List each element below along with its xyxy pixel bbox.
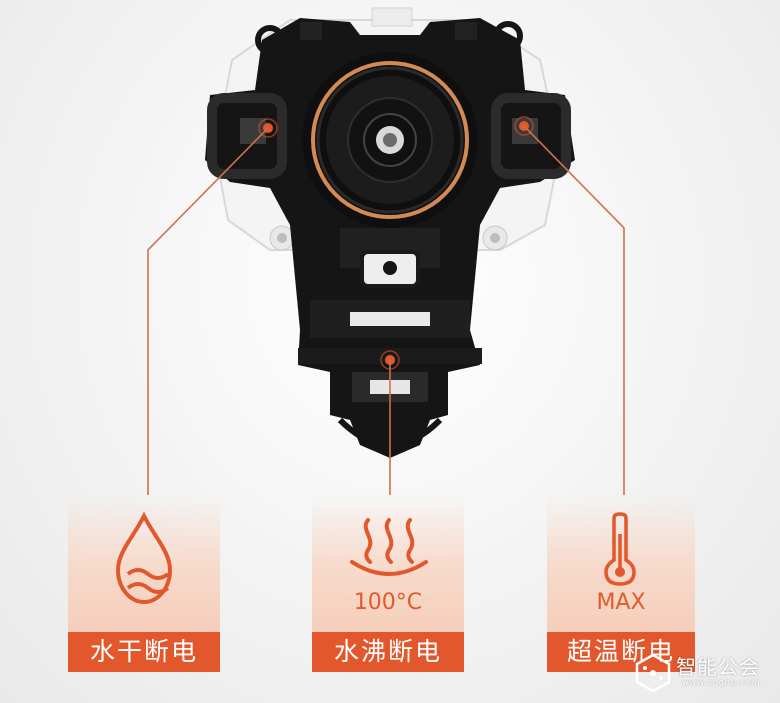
watermark-url: www.znghu.com xyxy=(682,678,761,687)
feature-sub-100c: 100°C xyxy=(353,590,423,615)
feature-label-dry-boil: 水干断电 xyxy=(68,632,220,672)
steam-heat-icon xyxy=(350,518,428,576)
feature-glow-1 xyxy=(68,495,220,655)
hexagon-logo-icon xyxy=(635,653,671,693)
feature-label-boil: 水沸断电 xyxy=(312,632,464,672)
thermometer-icon xyxy=(604,512,636,586)
feature-sub-max: MAX xyxy=(596,590,646,615)
feature-label-overheat: 超温断电 xyxy=(547,632,695,672)
water-drop-icon xyxy=(115,511,173,605)
watermark: 智能公会 www.znghu.com xyxy=(634,651,764,695)
watermark-text: 智能公会 xyxy=(676,655,760,679)
